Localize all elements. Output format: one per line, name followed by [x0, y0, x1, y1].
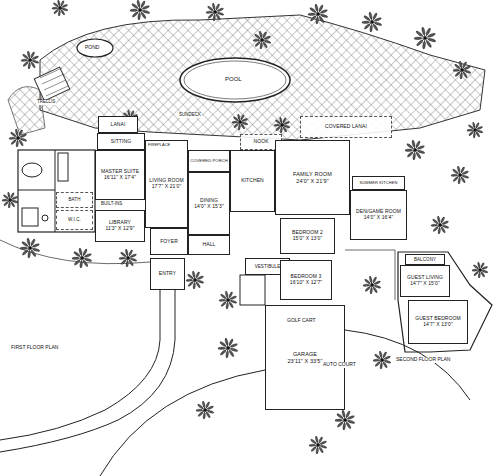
room-name: LANAI [111, 122, 126, 128]
room-dimension: 14'7" X 13'0" [423, 322, 453, 328]
plan-label: FIRST FLOOR PLAN [10, 345, 59, 351]
room-name: NOOK [253, 139, 268, 145]
room-name: COVERED PORCH [190, 159, 228, 164]
room-box: HALL [188, 235, 230, 255]
room-box: BATH [56, 192, 93, 208]
plan-label: AUTO COURT [322, 362, 357, 368]
room-box: COVERED LANAI [300, 116, 392, 138]
room-dimension: 14'0" X 15'3" [194, 204, 224, 210]
room-dimension: 24'0" X 21'9" [296, 178, 328, 184]
plan-label: SECOND FLOOR PLAN [395, 357, 451, 363]
plan-label: TRELLIS [36, 100, 56, 105]
plan-label: POND [84, 45, 100, 51]
room-box: SUMMER KITCHEN [352, 176, 405, 190]
room-name: VESTIBULE [255, 264, 281, 269]
room-name: KITCHEN [241, 178, 264, 184]
room-name: COVERED LANAI [325, 124, 367, 130]
room-name: FAMILY ROOM [293, 171, 332, 177]
room-name: ENTRY [159, 271, 176, 277]
room-box: LIBRARY11'3" X 12'9" [95, 210, 145, 242]
room-dimension: 23'11" X 33'5" [287, 358, 322, 364]
room-dimension: 17'7" X 21'0" [152, 184, 182, 190]
room-box: COVERED PORCH [188, 150, 230, 172]
room-name: FOYER [160, 239, 178, 245]
room-dimension: 11'3" X 12'9" [105, 226, 134, 232]
room-dimension: 14'7" X 15'0" [410, 281, 440, 287]
room-name: BALCONY [414, 257, 436, 262]
room-dimension: 14'0" X 16'4" [364, 215, 394, 221]
room-box: BEDROOM 316'10" X 12'7" [280, 260, 332, 300]
room-box: KITCHEN [230, 150, 275, 212]
room-box: FOYER [150, 228, 188, 255]
room-box: FAMILY ROOM24'0" X 21'9" [275, 140, 350, 215]
plan-label: FIREPLACE [147, 143, 171, 147]
room-name: SUMMER KITCHEN [360, 181, 398, 186]
room-box: GUEST LIVING14'7" X 15'0" [400, 265, 450, 297]
room-box: W.I.C. [56, 210, 93, 230]
room-box: DINING14'0" X 15'3" [188, 172, 230, 235]
room-box: GUEST BEDROOM14'7" X 13'0" [408, 300, 468, 344]
room-name: SITTING [111, 139, 131, 145]
room-name: BATH [68, 197, 80, 202]
room-box: BEDROOM 215'0" X 13'0" [280, 218, 335, 254]
plan-label: GOLF CART [286, 318, 317, 324]
room-dimension: 16'11" X 17'4" [104, 175, 136, 181]
room-box: ENTRY [150, 258, 185, 290]
room-name: HALL [203, 242, 216, 248]
room-box: BALCONY [405, 254, 445, 265]
room-box: MASTER SUITE16'11" X 17'4" [95, 150, 145, 200]
room-dimension: 16'10" X 12'7" [290, 280, 322, 286]
plan-label: BUILT-INS [100, 202, 123, 207]
room-box: LANAI [98, 116, 138, 133]
room-name: GARAGE [293, 351, 317, 357]
room-box: DEN/GAME ROOM14'0" X 16'4" [350, 190, 407, 240]
plan-label: SUNDECK [178, 113, 202, 118]
room-box: LIVING ROOM17'7" X 21'0" [145, 140, 188, 228]
room-dimension: 15'0" X 13'0" [293, 236, 323, 242]
plan-label: POOL [224, 76, 243, 83]
room-name: W.I.C. [68, 217, 81, 222]
room-box: SITTING [97, 133, 145, 150]
